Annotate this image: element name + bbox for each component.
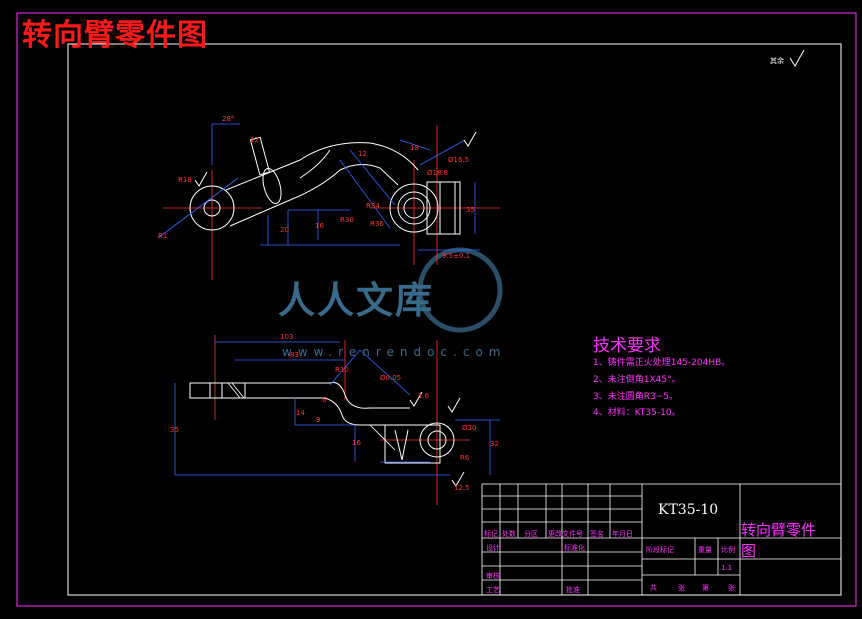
tb-mid-1: 批准 xyxy=(566,586,580,594)
dim-bot-4: 6 xyxy=(322,396,327,404)
dim-bot-0: 103 xyxy=(280,333,293,341)
roughness-corner-label: 其余 xyxy=(770,57,784,65)
dim-bot-12: 35 xyxy=(170,426,179,434)
dim-top-0: 28° xyxy=(222,115,234,123)
dim-top-8: 18 xyxy=(410,144,419,152)
dim-bot-7: 16 xyxy=(352,439,361,447)
dim-bot-3: Ø0.05 xyxy=(380,374,401,382)
tb-header-2: 分区 xyxy=(524,530,538,538)
dim-bot-1: 83 xyxy=(290,351,299,359)
title-block xyxy=(481,483,842,596)
tb-left-0: 设计 xyxy=(486,544,500,552)
tb-mid-0: 标准化 xyxy=(564,544,585,552)
dim-top-11: 9.5±0.1 xyxy=(442,252,470,260)
tb-sheet-1: 张 xyxy=(678,584,685,592)
dim-bot-11: 12.5 xyxy=(454,484,470,492)
dim-top-9: 12 xyxy=(358,150,367,158)
tb-sheet-2: 第 xyxy=(702,584,709,592)
inner-border xyxy=(67,43,842,596)
tb-header-5: 年月日 xyxy=(612,530,633,538)
dim-bot-9: 32 xyxy=(490,440,499,448)
dim-top-13: 35 xyxy=(466,206,475,214)
roughness-corner-symbol xyxy=(789,49,805,67)
bottom-view xyxy=(174,335,500,505)
dim-top-14: R1 xyxy=(158,232,167,240)
tb-scale: 1:1 xyxy=(721,564,733,572)
tech-requirement-2: 2、未注倒角1X45°。 xyxy=(593,375,681,385)
tb-stage-1: 重量 xyxy=(698,546,712,554)
top-view xyxy=(157,123,500,280)
dim-top-3: 20 xyxy=(280,226,289,234)
drawing-title: 转向臂零件图 xyxy=(22,18,208,53)
dim-bot-6: 9 xyxy=(316,416,320,424)
tb-stage-0: 阶段标记 xyxy=(646,546,674,554)
dim-top-5: R30 xyxy=(340,216,354,224)
tech-requirement-3: 3、未注圆角R3~5。 xyxy=(593,392,678,402)
title-block-part-name-2: 图 xyxy=(741,542,757,560)
tb-header-4: 签名 xyxy=(590,530,604,538)
dim-bot-13: 1.6 xyxy=(418,392,430,400)
tb-header-1: 处数 xyxy=(502,530,516,538)
dim-top-4: 16 xyxy=(315,222,324,230)
tb-header-3: 更改文件号 xyxy=(548,530,583,538)
tech-requirements-heading: 技术要求 xyxy=(593,336,661,356)
title-block-code: KT35-10 xyxy=(658,502,719,518)
tech-requirement-1: 1、铸件需正火处理145-204HB。 xyxy=(593,358,731,368)
watermark-url: www.renrendoc.com xyxy=(282,345,507,359)
outer-border xyxy=(16,12,857,607)
dim-top-12: Ø16.5 xyxy=(448,156,469,164)
tb-stage-2: 比例 xyxy=(721,546,735,554)
dim-top-6: R34 xyxy=(366,202,380,210)
dim-bot-2: R10 xyxy=(335,366,349,374)
dim-top-7: R36 xyxy=(370,220,384,228)
dim-top-10: Ø18.8 xyxy=(427,169,448,177)
tech-requirement-4: 4、材料：KT35-10。 xyxy=(593,408,681,418)
tb-header-0: 标记 xyxy=(484,530,498,538)
dim-top-1: R18 xyxy=(178,176,192,184)
tb-sheet-0: 共 xyxy=(650,584,657,592)
tb-sheet-3: 张 xyxy=(728,584,735,592)
watermark-text: 人人文库 xyxy=(278,279,434,322)
dim-bot-5: 14 xyxy=(296,409,305,417)
dim-bot-8: Ø30 xyxy=(462,424,476,432)
title-block-part-name-1: 转向臂零件 xyxy=(741,521,817,539)
tb-left-1: 审核 xyxy=(486,572,500,580)
tb-left-2: 工艺 xyxy=(486,586,500,594)
dim-bot-10: R6 xyxy=(460,454,470,462)
dim-top-2: 12 xyxy=(250,136,259,144)
